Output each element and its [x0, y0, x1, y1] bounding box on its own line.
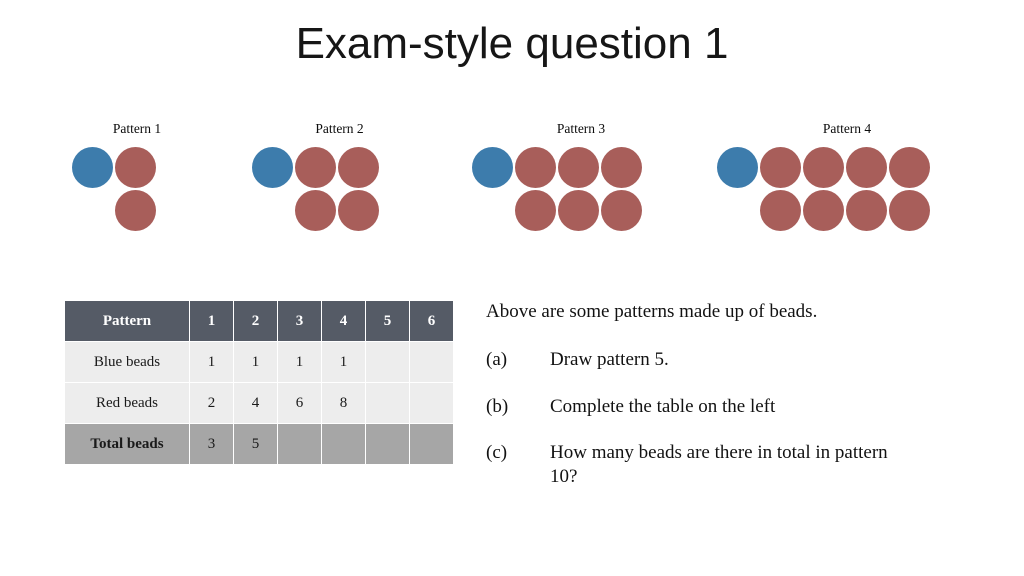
red-bead	[889, 190, 930, 231]
table-row-total: Total beads 3 5	[64, 423, 454, 465]
question-text: Complete the table on the left	[550, 395, 776, 417]
bead-spacer	[252, 190, 293, 231]
question-marker: (a)	[486, 349, 508, 371]
question-marker: (c)	[486, 441, 508, 463]
pattern-label: Pattern 3	[556, 121, 606, 136]
table-cell[interactable]: 1	[321, 341, 366, 383]
table-header-cell: 2	[233, 300, 278, 342]
table-header-cell: 4	[321, 300, 366, 342]
row-label-red-beads: Red beads	[64, 382, 190, 424]
question-block: Above are some patterns made up of beads…	[486, 300, 906, 512]
pattern-group-4: Pattern 4	[717, 120, 977, 231]
question-item-c: (c) How many beads are there in total in…	[486, 441, 906, 490]
table-cell[interactable]: 4	[233, 382, 278, 424]
red-bead	[889, 147, 930, 188]
bead-row-top	[252, 147, 427, 188]
table-cell[interactable]	[365, 382, 410, 424]
table-header-cell: 6	[409, 300, 454, 342]
red-bead	[295, 190, 336, 231]
question-text: Draw pattern 5.	[550, 349, 669, 371]
table-cell[interactable]	[409, 341, 454, 383]
table-header-cell: 3	[277, 300, 322, 342]
table-cell[interactable]: 1	[189, 341, 234, 383]
bead-spacer	[72, 190, 113, 231]
table-cell[interactable]	[277, 423, 322, 465]
row-label-total-beads: Total beads	[64, 423, 190, 465]
red-bead	[515, 190, 556, 231]
table-cell[interactable]: 5	[233, 423, 278, 465]
red-bead	[558, 147, 599, 188]
table-cell[interactable]	[321, 423, 366, 465]
red-bead	[558, 190, 599, 231]
table-header-cell: 5	[365, 300, 410, 342]
beads-table: Pattern 1 2 3 4 5 6 Blue beads 1 1 1 1 R…	[64, 300, 454, 465]
bead-row-top	[472, 147, 690, 188]
red-bead	[295, 147, 336, 188]
table-cell[interactable]	[365, 423, 410, 465]
question-text: How many beads are there in total in pat…	[550, 441, 888, 488]
bead-row-top	[72, 147, 202, 188]
bead-grid	[252, 147, 427, 231]
red-bead	[760, 190, 801, 231]
red-bead	[803, 190, 844, 231]
blue-bead	[717, 147, 758, 188]
table-cell[interactable]: 1	[277, 341, 322, 383]
bead-row-bottom	[72, 190, 202, 231]
table-cell[interactable]: 8	[321, 382, 366, 424]
table-cell[interactable]: 3	[189, 423, 234, 465]
blue-bead	[72, 147, 113, 188]
bead-grid	[717, 147, 977, 231]
bead-spacer	[717, 190, 758, 231]
table-header-row: Pattern 1 2 3 4 5 6	[64, 300, 454, 342]
bead-row-top	[717, 147, 977, 188]
bead-grid	[72, 147, 202, 231]
red-bead	[338, 147, 379, 188]
table-cell[interactable]	[365, 341, 410, 383]
table-cell[interactable]: 1	[233, 341, 278, 383]
red-bead	[846, 147, 887, 188]
bead-grid	[472, 147, 690, 231]
question-marker: (b)	[486, 395, 509, 417]
red-bead	[601, 190, 642, 231]
red-bead	[846, 190, 887, 231]
row-label-blue-beads: Blue beads	[64, 341, 190, 383]
table-cell[interactable]: 6	[277, 382, 322, 424]
bead-spacer	[472, 190, 513, 231]
pattern-label: Pattern 4	[822, 121, 872, 136]
bead-row-bottom	[252, 190, 427, 231]
red-bead	[338, 190, 379, 231]
table-header-cell: Pattern	[64, 300, 190, 342]
table-header-cell: 1	[189, 300, 234, 342]
table-cell[interactable]	[409, 382, 454, 424]
page-title: Exam-style question 1	[295, 19, 729, 68]
pattern-group-2: Pattern 2	[252, 120, 427, 231]
red-bead	[760, 147, 801, 188]
red-bead	[115, 190, 156, 231]
red-bead	[803, 147, 844, 188]
question-intro-text: Above are some patterns made up of beads…	[486, 301, 818, 322]
pattern-group-3: Pattern 3	[472, 120, 690, 231]
bead-row-bottom	[472, 190, 690, 231]
table-row: Blue beads 1 1 1 1	[64, 341, 454, 383]
bead-row-bottom	[717, 190, 977, 231]
blue-bead	[472, 147, 513, 188]
pattern-group-1: Pattern 1	[72, 120, 202, 231]
question-item-b: (b) Complete the table on the left	[486, 395, 906, 419]
red-bead	[601, 147, 642, 188]
question-item-a: (a) Draw pattern 5.	[486, 348, 906, 372]
red-bead	[115, 147, 156, 188]
pattern-label: Pattern 1	[112, 121, 162, 136]
pattern-label: Pattern 2	[315, 121, 364, 136]
table-cell[interactable]: 2	[189, 382, 234, 424]
blue-bead	[252, 147, 293, 188]
table-cell[interactable]	[409, 423, 454, 465]
red-bead	[515, 147, 556, 188]
table-row: Red beads 2 4 6 8	[64, 382, 454, 424]
